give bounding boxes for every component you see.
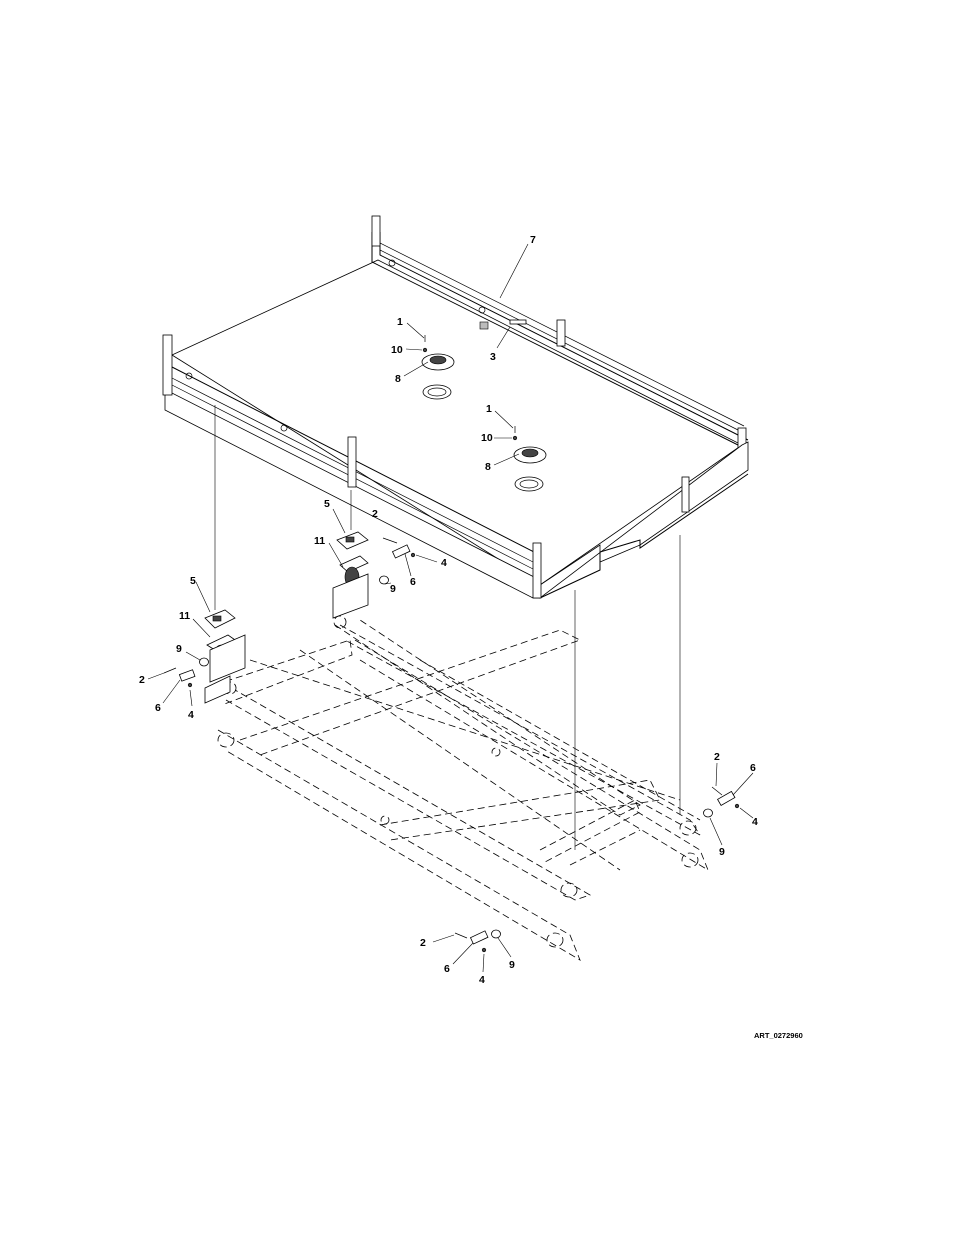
callout-9: 9: [390, 583, 396, 595]
callout-11: 11: [179, 610, 190, 622]
callout-9: 9: [719, 846, 725, 858]
callout-2: 2: [420, 937, 426, 949]
callout-7: 7: [530, 234, 536, 246]
callout-9: 9: [509, 959, 515, 971]
callout-1: 1: [397, 316, 403, 328]
callout-4: 4: [752, 816, 758, 828]
bottom-pin-assembly: [455, 930, 501, 952]
platform-deck: [163, 216, 748, 598]
callout-8: 8: [485, 461, 491, 473]
art-id-label: ART_0272960: [754, 1031, 803, 1040]
callout-6: 6: [155, 702, 161, 714]
callout-3: 3: [490, 351, 496, 363]
scissor-arm-assembly: [215, 616, 708, 960]
callout-4: 4: [441, 557, 447, 569]
callout-4: 4: [188, 709, 194, 721]
callout-2: 2: [714, 751, 720, 763]
callout-4: 4: [479, 974, 485, 986]
callout-6: 6: [410, 576, 416, 588]
center-roller-assembly: [333, 532, 415, 618]
callout-10: 10: [481, 432, 493, 444]
callout-11: 11: [314, 535, 325, 547]
callout-6: 6: [750, 762, 756, 774]
right-pin-assembly: [704, 787, 739, 817]
left-roller-assembly: [164, 610, 245, 703]
callout-2: 2: [139, 674, 145, 686]
callout-10: 10: [391, 344, 403, 356]
callout-2: 2: [372, 508, 378, 520]
callout-9: 9: [176, 643, 182, 655]
callout-6: 6: [444, 963, 450, 975]
callout-8: 8: [395, 373, 401, 385]
callout-5: 5: [324, 498, 330, 510]
callout-5: 5: [190, 575, 196, 587]
callout-1: 1: [486, 403, 492, 415]
